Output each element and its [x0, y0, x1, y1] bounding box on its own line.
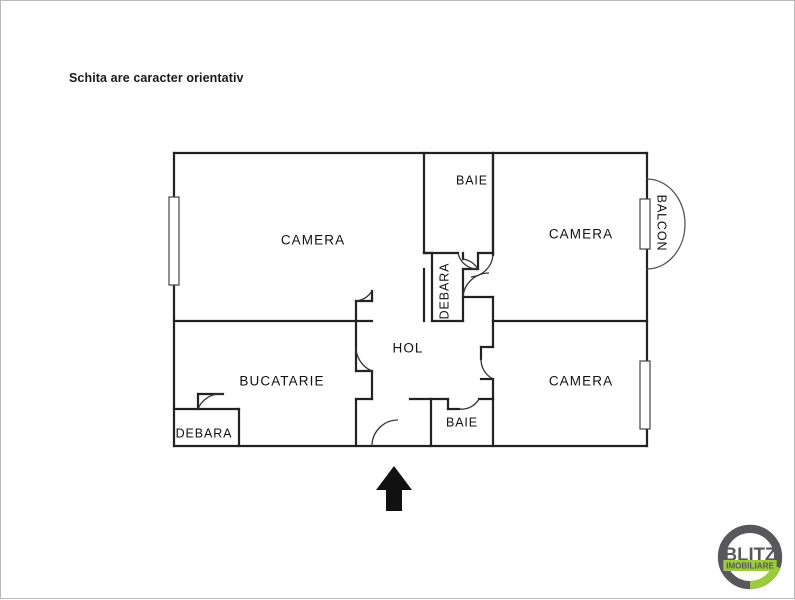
- room-label-camera-bottom-right: CAMERA: [549, 374, 613, 389]
- room-label-balcon: BALCON: [655, 195, 669, 252]
- door-arc-entrance: [371, 419, 399, 447]
- door-arc-camera-topright: [470, 254, 494, 278]
- door-arc-camera-topleft: [457, 252, 479, 270]
- balcony-group: [646, 178, 686, 270]
- door-arcs-group: [197, 252, 494, 447]
- room-label-camera-top-left: CAMERA: [281, 233, 345, 248]
- room-label-camera-top-right: CAMERA: [549, 227, 613, 242]
- window-left-camera: [168, 196, 180, 286]
- door-arc-baie-bottom: [458, 398, 480, 410]
- room-label-hol: HOL: [392, 341, 423, 356]
- entrance-arrow-icon: [376, 466, 412, 511]
- logo-brand-text: BLITZ: [724, 543, 776, 564]
- window-right-balcon: [639, 198, 651, 250]
- disclaimer-text: Schita are caracter orientativ: [69, 71, 244, 85]
- door-arc-debara-bl: [197, 393, 224, 410]
- logo-sub-brand-text: IMOBILIARE: [726, 561, 774, 570]
- window-right-camera-bottom: [639, 360, 651, 430]
- door-arc-hol-kitchen: [355, 345, 373, 372]
- room-label-bucatarie: BUCATARIE: [239, 374, 324, 389]
- room-label-baie-bottom: BAIE: [446, 415, 478, 429]
- windows-group: [168, 196, 651, 430]
- room-label-baie-top: BAIE: [456, 173, 488, 187]
- room-label-debara-center: DEBARA: [437, 263, 451, 320]
- door-arc-hol-right: [462, 272, 490, 298]
- door-arc-camera-br: [480, 358, 494, 380]
- door-arc-debara-center: [462, 258, 479, 270]
- door-arc-bucatarie: [355, 290, 373, 302]
- balcon-outline: [646, 178, 686, 270]
- logo-badge: [723, 559, 777, 572]
- blitz-imobiliare-logo: BLITZ IMOBILIARE: [717, 524, 783, 590]
- walls-group: [172, 151, 649, 448]
- room-label-debara-bottom-left: DEBARA: [176, 426, 233, 440]
